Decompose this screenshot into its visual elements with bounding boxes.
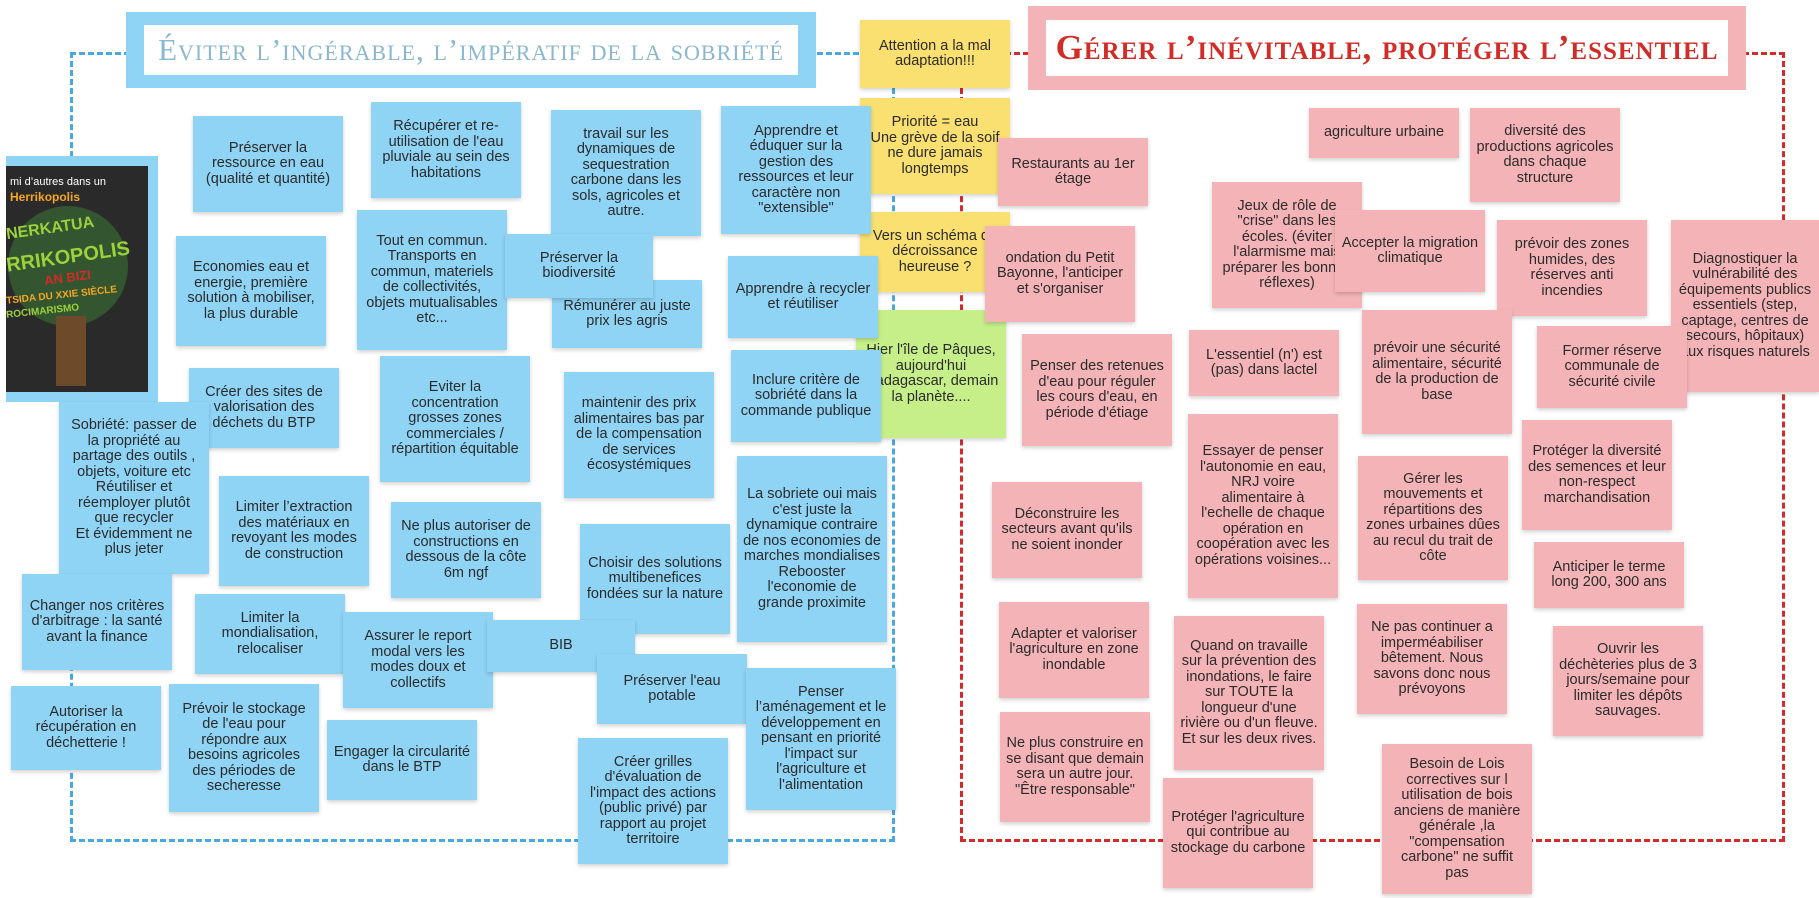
blue-sticky-note[interactable]: Tout en commun. Transports en commun, ma… [357, 210, 507, 350]
red-sticky-note[interactable]: Essayer de penser l'autonomie en eau, NR… [1188, 414, 1338, 598]
red-sticky-note[interactable]: Ouvrir les déchèteries plus de 3 jours/s… [1553, 626, 1703, 736]
blue-sticky-note[interactable]: La sobriete oui mais c'est juste la dyna… [737, 456, 887, 642]
red-sticky-note[interactable]: Penser des retenues d'eau pour réguler l… [1022, 334, 1172, 446]
tree-canopy-shape [8, 206, 128, 326]
red-sticky-note[interactable]: Ne pas continuer a imperméabiliser bêtem… [1357, 604, 1507, 714]
red-sticky-note[interactable]: Adapter et valoriser l'agriculture en zo… [999, 602, 1149, 698]
red-sticky-note[interactable]: Anticiper le terme long 200, 300 ans [1534, 542, 1684, 608]
center-note[interactable]: Priorité = eau Une grève de la soif ne d… [860, 98, 1010, 194]
red-sticky-note[interactable]: agriculture urbaine [1309, 108, 1459, 158]
poster-caption: mi d’autres dans un [10, 176, 106, 188]
red-sticky-note[interactable]: prévoir une sécurité alimentaire, sécuri… [1362, 310, 1512, 434]
poster-subtitle: Herrikopolis [10, 190, 81, 204]
blue-sticky-note[interactable]: Apprendre à recycler et réutiliser [728, 256, 878, 338]
blue-sticky-note[interactable]: maintenir des prix alimentaires bas par … [564, 372, 714, 498]
red-sticky-note[interactable]: Quand on travaille sur la prévention des… [1174, 616, 1324, 770]
blue-sticky-note[interactable]: Eviter la concentration grosses zones co… [380, 356, 530, 482]
blue-sticky-note[interactable]: travail sur les dynamiques de sequestrat… [551, 110, 701, 236]
red-sticky-note[interactable]: diversité des productions agricoles dans… [1470, 108, 1620, 202]
right-section-title: Gérer l’inévitable, protéger l’essentiel [1046, 20, 1728, 76]
blue-sticky-note[interactable]: Récupérer et re-utilisation de l'eau plu… [371, 102, 521, 198]
red-sticky-note[interactable]: Diagnostiquer la vulnérabilité des équip… [1671, 220, 1819, 392]
herrikopolis-poster: mi d’autres dans un Herrikopolis NERKATU… [6, 156, 158, 402]
blue-sticky-note[interactable]: Sobriété: passer de la propriété au part… [59, 402, 209, 574]
blue-sticky-note[interactable]: Préserver l'eau potable [597, 654, 747, 724]
blue-sticky-note[interactable]: Préserver la ressource en eau (qualité e… [193, 116, 343, 212]
blue-sticky-note[interactable]: Economies eau et energie, première solut… [176, 236, 326, 346]
red-sticky-note[interactable]: Protéger la diversité des semences et le… [1522, 420, 1672, 530]
blue-sticky-note[interactable]: Limiter l’extraction des matériaux en re… [219, 476, 369, 586]
poster-image: mi d’autres dans un Herrikopolis NERKATU… [6, 166, 148, 392]
center-note[interactable]: Hier l'île de Pâques, aujourd'hui Madaga… [856, 310, 1006, 438]
blue-sticky-note[interactable]: Changer nos critères d'arbitrage : la sa… [22, 574, 172, 670]
blue-sticky-note[interactable]: Prévoir le stockage de l'eau pour répond… [169, 684, 319, 812]
blue-sticky-note[interactable]: Apprendre et éduquer sur la gestion des … [721, 106, 871, 234]
red-sticky-note[interactable]: prévoir des zones humides, des réserves … [1497, 220, 1647, 316]
blue-sticky-note[interactable]: Créer grilles d'évaluation de l'impact d… [578, 738, 728, 864]
red-sticky-note[interactable]: Former réserve communale de sécurité civ… [1537, 326, 1687, 408]
tree-trunk-shape [56, 316, 86, 386]
blue-sticky-note[interactable]: Ne plus autoriser de constructions en de… [391, 502, 541, 598]
red-sticky-note[interactable]: Restaurants au 1er étage [998, 138, 1148, 206]
left-section-title: Éviter l’ingérable, l’impératif de la so… [144, 25, 798, 75]
center-note[interactable]: Attention a la mal adaptation!!! [860, 20, 1010, 88]
blue-sticky-note[interactable]: Inclure critère de sobriété dans la comm… [731, 350, 881, 442]
blue-sticky-note[interactable]: Engager la circularité dans le BTP [327, 720, 477, 800]
blue-sticky-note[interactable]: Autoriser la récupération en déchetterie… [11, 686, 161, 770]
blue-sticky-note[interactable]: Limiter la mondialisation, relocaliser [195, 594, 345, 674]
red-sticky-note[interactable]: Protéger l'agriculture qui contribue au … [1163, 778, 1313, 888]
red-sticky-note[interactable]: Déconstruire les secteurs avant qu'ils n… [992, 482, 1142, 578]
right-section-banner: Gérer l’inévitable, protéger l’essentiel [1028, 6, 1746, 90]
red-sticky-note[interactable]: Gérer les mouvements et répartitions des… [1358, 456, 1508, 580]
blue-sticky-note[interactable]: Préserver la biodiversité [505, 234, 653, 298]
red-sticky-note[interactable]: Besoin de Lois correctives sur l utilisa… [1382, 744, 1532, 894]
red-sticky-note[interactable]: Accepter la migration climatique [1335, 210, 1485, 292]
left-section-banner: Éviter l’ingérable, l’impératif de la so… [126, 12, 816, 88]
red-sticky-note[interactable]: Ne plus construire en se disant que dema… [1000, 712, 1150, 822]
red-sticky-note[interactable]: ondation du Petit Bayonne, l'anticiper e… [985, 226, 1135, 322]
blue-sticky-note[interactable]: Penser l’aménagement et le développement… [746, 668, 896, 810]
blue-sticky-note[interactable]: Créer des sites de valorisation des déch… [189, 368, 339, 448]
red-sticky-note[interactable]: L'essentiel (n') est (pas) dans lactel [1189, 330, 1339, 396]
blue-sticky-note[interactable]: Assurer le report modal vers les modes d… [343, 612, 493, 708]
blue-sticky-note[interactable]: Choisir des solutions multibenefices fon… [580, 524, 730, 634]
